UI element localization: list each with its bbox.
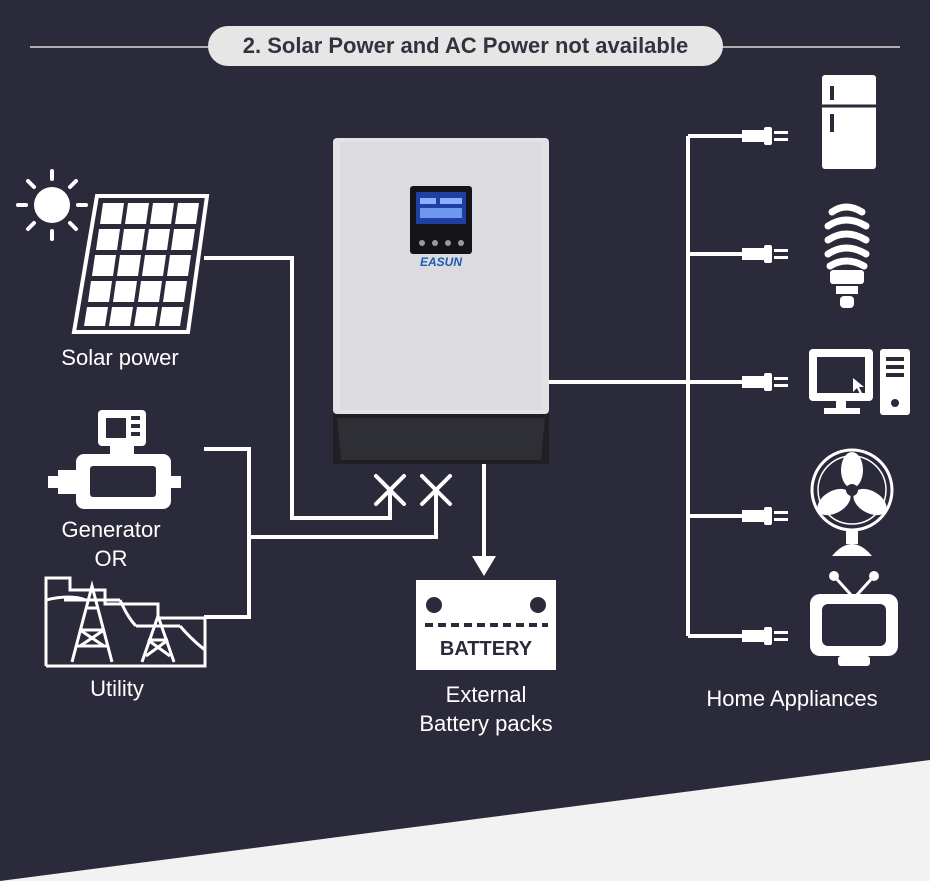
- sun-icon: [16, 169, 88, 241]
- battery-icon: [416, 580, 556, 670]
- ac-input-line: [249, 490, 438, 539]
- footer-wedge: [0, 760, 930, 881]
- battery-arrow: [472, 464, 496, 576]
- solar-power-label: Solar power: [61, 345, 179, 370]
- solar-line: [204, 256, 392, 520]
- utility-pylon-icon: [44, 576, 207, 668]
- bulb-base: [830, 270, 864, 308]
- fan-icon: [810, 448, 894, 556]
- generator-icon: [48, 410, 181, 509]
- page-title: 2. Solar Power and AC Power not availabl…: [208, 26, 723, 66]
- ac-unavailable-mark: [420, 474, 452, 506]
- battery-label-line2: Battery packs: [419, 711, 553, 736]
- solar-panel-icon: [71, 194, 210, 334]
- battery-label-line1: External: [445, 682, 527, 707]
- solar-unavailable-mark: [374, 474, 406, 506]
- light-bulb-icon: [824, 203, 870, 270]
- or-label: OR: [94, 546, 128, 571]
- ac-input-bracket: [204, 447, 251, 619]
- plug-icon: [742, 127, 788, 645]
- battery-box-text: BATTERY: [439, 638, 533, 660]
- generator-label: Generator: [61, 517, 161, 542]
- fridge-icon: [822, 75, 876, 169]
- computer-icon: [809, 349, 910, 415]
- utility-label: Utility: [90, 676, 144, 701]
- inverter-unit: [333, 138, 549, 464]
- inverter-brand-logo: EASUN: [419, 255, 462, 269]
- tv-icon: [810, 571, 898, 666]
- home-appliances-label: Home Appliances: [706, 686, 878, 711]
